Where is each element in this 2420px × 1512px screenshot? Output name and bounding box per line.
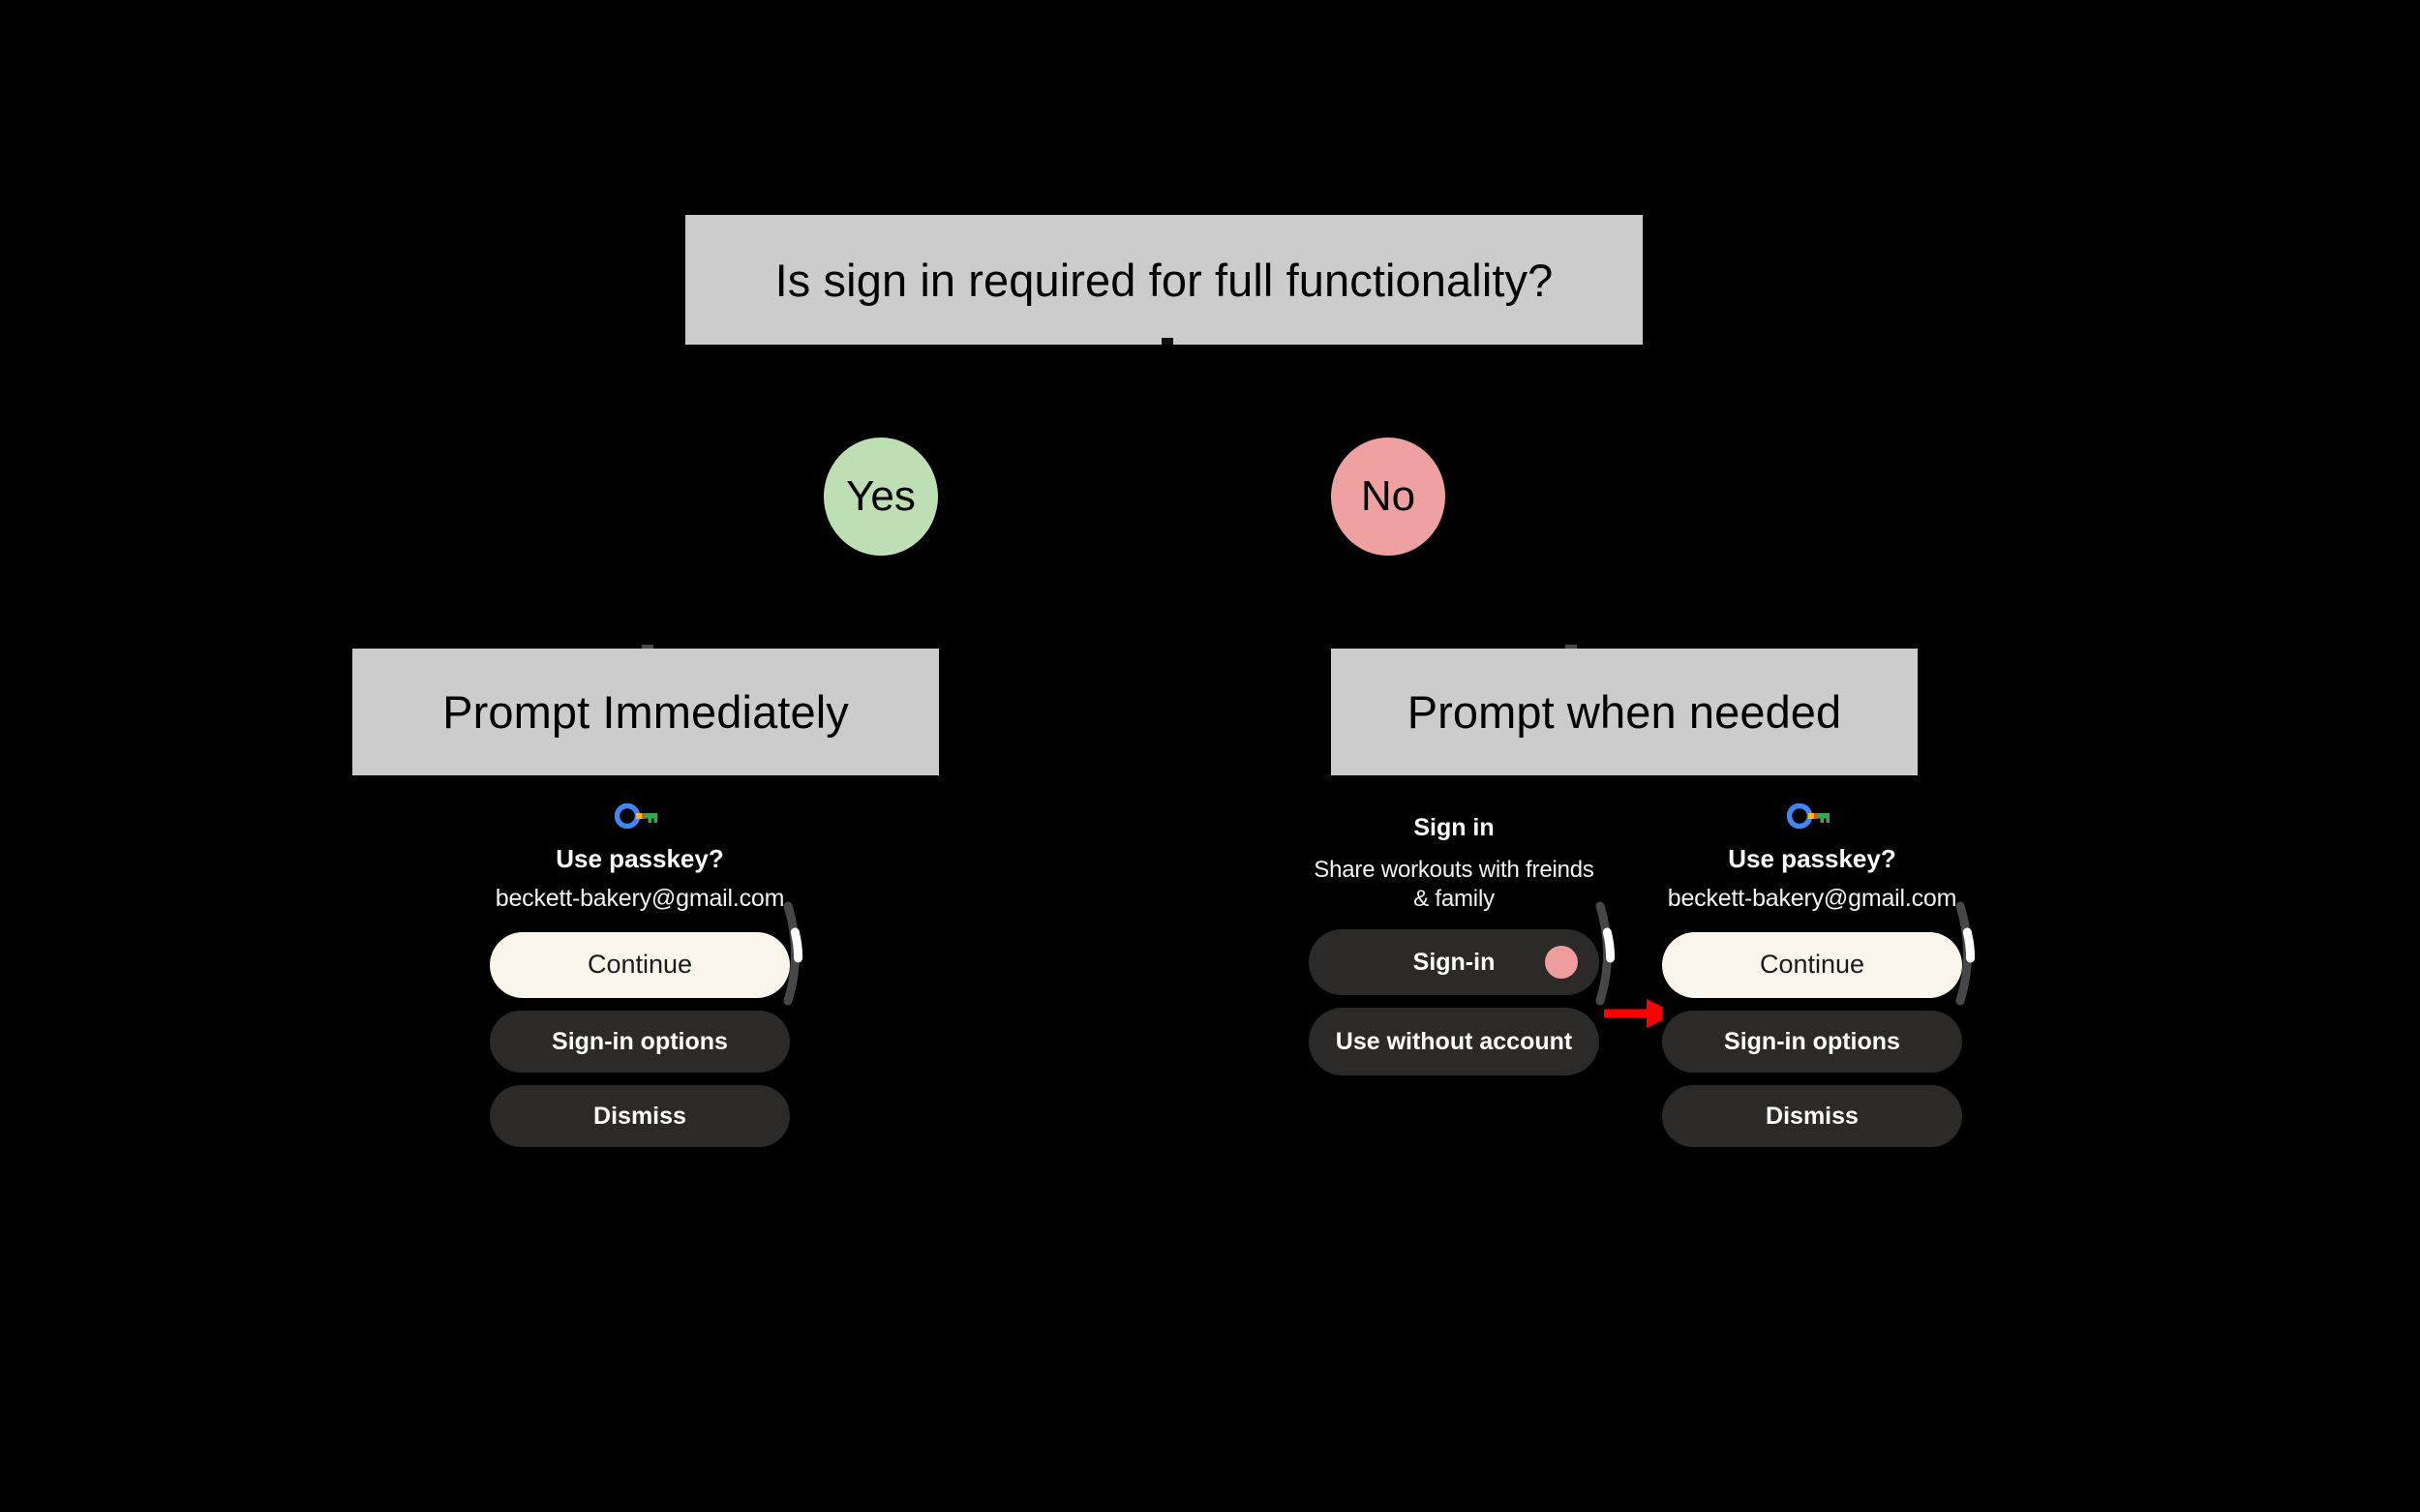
sign-in-account-avatar [1545,946,1578,980]
google-passkey-icon [1787,803,1830,829]
passkey-dialog-right-title: Use passkey? [1728,844,1896,873]
continue-button-left[interactable]: Continue [490,931,790,998]
branch-label-yes: Yes [824,438,938,556]
connector-stub-no [1565,645,1577,650]
decision-question-text: Is sign in required for full functionali… [774,254,1554,306]
sign-in-dialog-description: Share workouts with freinds & family [1314,857,1594,913]
passkey-dialog-left-title: Use passkey? [556,844,724,873]
passkey-dialog-right: Use passkey? beckett-bakery@gmail.com Co… [1662,803,1962,1160]
passkey-dialog-left: Use passkey? beckett-bakery@gmail.com Co… [490,803,790,1160]
dismiss-button-right[interactable]: Dismiss [1662,1084,1962,1147]
sign-in-dialog-title: Sign in [1413,814,1495,841]
connector-stub-yes [642,645,653,650]
sign-in-button-label: Sign-in [1412,949,1496,977]
branch-label-no: No [1331,438,1445,556]
use-without-account-button[interactable]: Use without account [1309,1008,1599,1076]
sign-in-options-button-right[interactable]: Sign-in options [1662,1010,1962,1073]
sign-in-dialog: Sign in Share workouts with freinds & fa… [1309,813,1599,1089]
outcome-box-prompt-when-needed-text: Prompt when needed [1407,686,1842,738]
google-passkey-icon [615,803,657,829]
outcome-box-prompt-immediately: Prompt Immediately [352,649,939,775]
connector-stub-question [1162,338,1173,345]
branch-label-yes-text: Yes [846,472,916,520]
continue-button-right[interactable]: Continue [1662,931,1962,998]
decision-question-box: Is sign in required for full functionali… [685,215,1643,345]
passkey-dialog-left-account: beckett-bakery@gmail.com [495,885,785,913]
outcome-box-prompt-immediately-text: Prompt Immediately [442,686,849,738]
dismiss-button-left[interactable]: Dismiss [490,1084,790,1147]
outcome-box-prompt-when-needed: Prompt when needed [1331,649,1918,775]
passkey-dialog-right-account: beckett-bakery@gmail.com [1667,885,1957,913]
sign-in-options-button-left[interactable]: Sign-in options [490,1010,790,1073]
red-flow-arrow [1604,999,1676,1028]
sign-in-button[interactable]: Sign-in [1309,929,1599,996]
branch-label-no-text: No [1360,472,1416,520]
